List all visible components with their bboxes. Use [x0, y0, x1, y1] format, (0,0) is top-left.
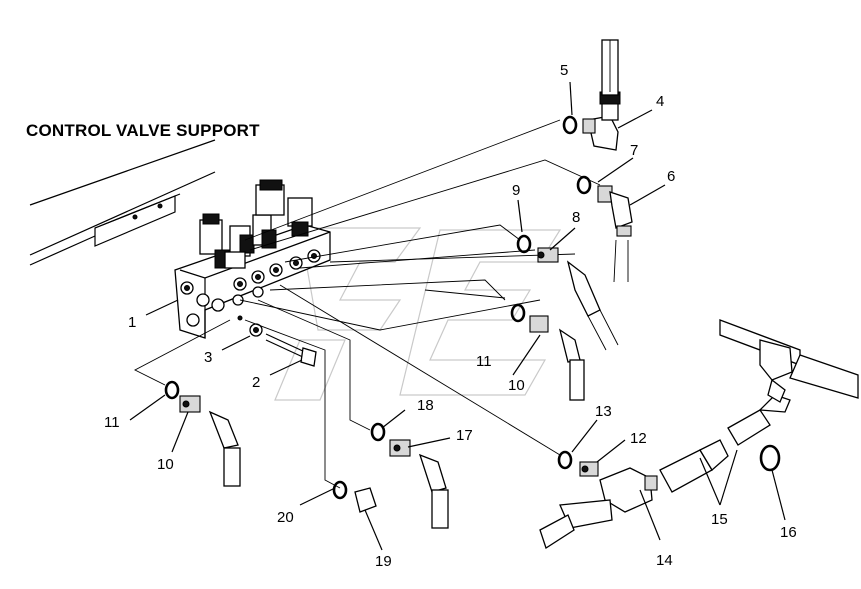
- callout-19: 19: [375, 553, 392, 570]
- diagram-title: CONTROL VALVE SUPPORT: [26, 121, 260, 140]
- elbow-fitting-4: [562, 39, 621, 151]
- callout-3: 3: [204, 349, 212, 366]
- callout-14: 14: [656, 552, 673, 569]
- callout-18: 18: [417, 397, 434, 414]
- callout-7: 7: [630, 142, 638, 159]
- callout-13: 13: [595, 403, 612, 420]
- tee-fitting-14: [539, 450, 658, 549]
- callout-9: 9: [512, 182, 520, 199]
- callout-10-left: 10: [157, 456, 174, 473]
- callout-numbers: 1 2 3 4 5 6 7 8 9 10 10 11 11 12 13 14 1…: [104, 62, 797, 570]
- callout-20: 20: [277, 509, 294, 526]
- bolt-and-washer: [249, 323, 317, 367]
- callout-4: 4: [656, 93, 664, 110]
- cap-plug-19: [332, 480, 377, 513]
- elbow-fitting-6: [576, 175, 633, 283]
- callout-11-left: 11: [104, 414, 120, 431]
- callout-16: 16: [780, 524, 797, 541]
- callout-12: 12: [630, 430, 647, 447]
- callout-6: 6: [667, 168, 675, 185]
- fitting-10-right: [510, 303, 585, 401]
- callout-1: 1: [128, 314, 136, 331]
- callout-10-right: 10: [508, 377, 525, 394]
- callout-11-right: 11: [476, 353, 492, 370]
- callout-8: 8: [572, 209, 580, 226]
- quick-coupler-15: [659, 394, 791, 493]
- callout-5: 5: [560, 62, 568, 79]
- control-valve-block: [174, 179, 331, 339]
- fitting-10-left: [164, 380, 241, 487]
- tee-assembly-top-right: [719, 319, 859, 403]
- fitting-17: [370, 422, 449, 529]
- fitting-8: [516, 234, 619, 351]
- callout-17: 17: [456, 427, 473, 444]
- callout-leaders: [129, 81, 786, 551]
- callout-15: 15: [711, 511, 728, 528]
- support-bracket: [29, 139, 216, 266]
- callout-2: 2: [252, 374, 260, 391]
